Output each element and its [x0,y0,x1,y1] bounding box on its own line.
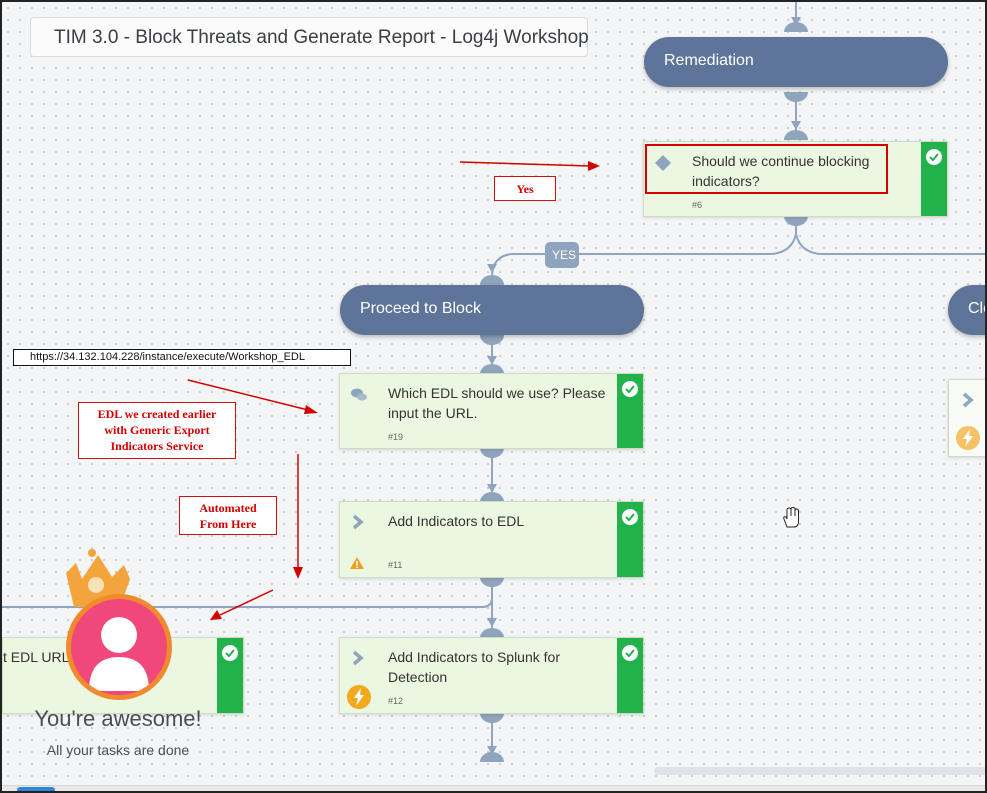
warning-icon [350,557,364,569]
task-number: #6 [692,200,703,210]
congrats-subtext: All your tasks are done [46,742,190,758]
annotation-line: with Generic Export [104,423,210,437]
check-icon [622,381,638,397]
task-number: #12 [388,696,404,706]
status-completed-bar [617,502,643,577]
avatar [66,594,172,700]
section-partial-right[interactable]: Clo [948,285,985,335]
check-icon [622,645,638,661]
hand-cursor-icon [783,507,799,528]
check-icon [622,509,638,525]
status-completed-bar [217,638,243,713]
task-continue-blocking[interactable]: Should we continue blocking indicators? … [643,141,948,217]
section-proceed-to-block[interactable]: Proceed to Block [340,285,644,335]
annotation-yes-text: Yes [516,182,534,196]
user-silhouette-icon [89,617,149,691]
section-proceed-to-block-label: Proceed to Block [360,300,481,317]
annotation-edl-created: EDL we created earlier with Generic Expo… [78,402,236,459]
congrats-headline: You're awesome! [34,706,202,731]
lightning-icon [347,685,371,709]
task-partial-right[interactable] [948,379,985,457]
annotation-line: Indicators Service [110,439,204,453]
branch-yes-label[interactable]: YES [545,242,579,268]
task-which-edl-label: Which EDL should we use? Please input th… [388,385,606,421]
diamond-condition-icon [655,155,671,171]
task-partial-left-label: t EDL URL [3,649,70,665]
chevron-right-icon [352,650,364,666]
annotation-automated: Automated From Here [179,496,277,535]
check-icon [222,645,238,661]
branch-yes-text: YES [552,248,577,262]
task-add-to-splunk[interactable]: Add Indicators to Splunk for Detection #… [339,637,644,714]
section-remediation-label: Remediation [664,52,754,69]
chat-bubbles-icon [351,388,367,401]
section-partial-right-label: Clo [968,300,985,317]
task-number: #19 [388,432,404,442]
annotation-yes: Yes [494,176,556,201]
annotation-url-text: https://34.132.104.228/instance/execute/… [30,351,305,363]
task-add-to-splunk-label: Add Indicators to Splunk for Detection [388,649,560,685]
annotation-line: EDL we created earlier [97,407,217,421]
status-completed-bar [617,374,643,448]
status-completed-bar [921,142,947,216]
horizontal-scrollbar[interactable] [654,767,985,775]
lightning-icon [956,426,980,450]
bottom-bar [2,785,985,791]
section-remediation[interactable]: Remediation [644,37,948,87]
check-icon [926,149,942,165]
annotation-url: https://34.132.104.228/instance/execute/… [13,349,351,366]
chevron-right-icon [962,392,974,408]
chevron-right-icon [352,514,364,530]
task-continue-blocking-label: Should we continue blocking indicators? [692,153,870,189]
playbook-title-bar: TIM 3.0 - Block Threats and Generate Rep… [30,17,589,57]
task-which-edl[interactable]: Which EDL should we use? Please input th… [339,373,644,449]
bottom-tab-button[interactable] [17,787,55,791]
task-add-to-edl-label: Add Indicators to EDL [388,513,525,529]
annotation-highlight-box [645,144,888,194]
annotation-line: Automated [199,501,257,515]
task-add-to-edl[interactable]: Add Indicators to EDL #11 [339,501,644,578]
annotation-line: From Here [199,517,257,531]
task-number: #11 [388,560,403,570]
status-completed-bar [617,638,643,713]
playbook-title: TIM 3.0 - Block Threats and Generate Rep… [54,27,589,48]
